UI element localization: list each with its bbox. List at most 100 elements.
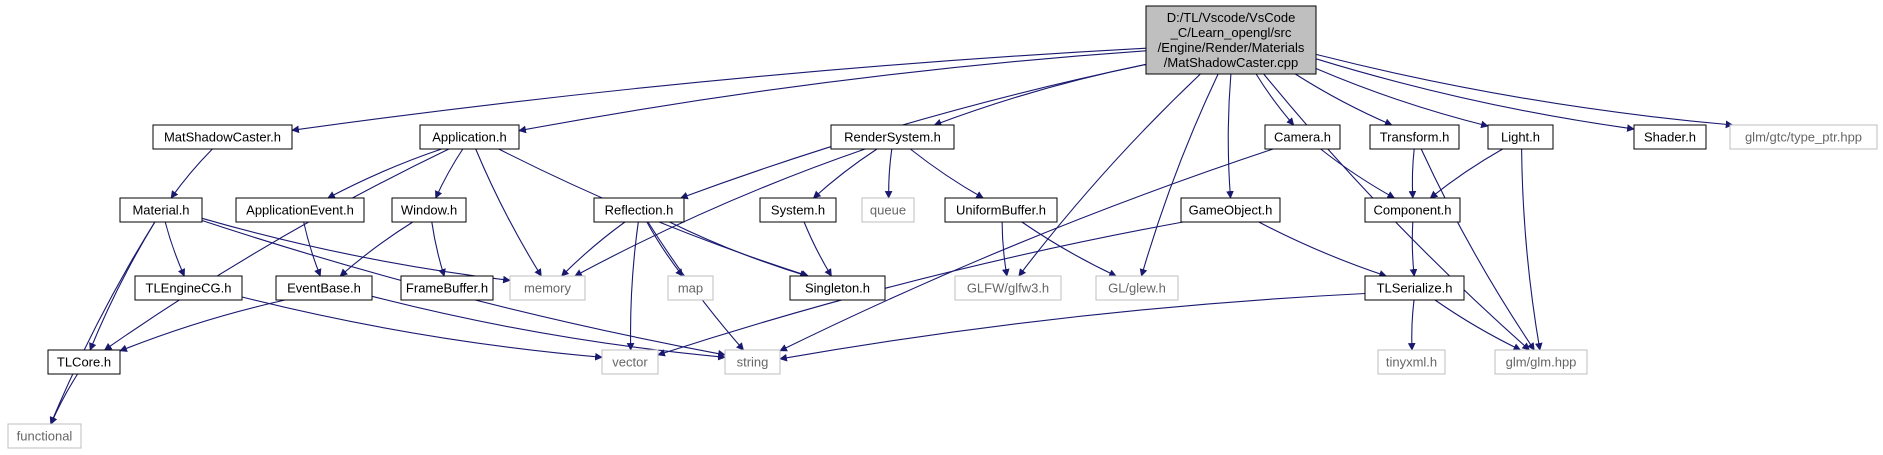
node-map-label: map [678,281,703,296]
edge-uniformbuffer-to-glfw [1001,221,1010,277]
node-window[interactable]: Window.h [391,197,467,223]
node-gameobject-label: GameObject.h [1189,203,1273,218]
node-system-box [759,197,837,223]
edge-reflection-to-map [646,221,684,277]
node-application[interactable]: Application.h [419,124,520,150]
edge-system-to-singleton [803,221,832,277]
edge-material-to-tlenginecg [164,221,185,277]
edge-window-to-eventbase [339,221,414,277]
node-glfw: GLFW/glfw3.h [954,275,1062,301]
node-root-label: _C/Learn_opengl/src [1170,25,1292,40]
node-window-box [391,197,467,223]
node-functional: functional [7,423,82,449]
node-typeptr: glm/gtc/type_ptr.hpp [1729,124,1878,150]
node-camera[interactable]: Camera.h [1264,124,1341,150]
node-matshadow-label: MatShadowCaster.h [164,130,281,145]
node-tlenginecg-box [134,275,243,301]
node-tlcore-label: TLCore.h [57,355,111,370]
edge-uniformbuffer-to-glew [1021,221,1117,277]
node-tlenginecg[interactable]: TLEngineCG.h [134,275,243,301]
edge-rendersystem-to-queue [884,148,893,199]
edge-root-to-typeptr [1315,53,1734,129]
edge-window-to-framebuffer [431,221,446,277]
node-root-label: /Engine/Render/Materials [1158,40,1305,55]
node-matshadow[interactable]: MatShadowCaster.h [152,124,293,150]
node-material[interactable]: Material.h [119,197,203,223]
edge-root-to-shader [1315,58,1635,132]
node-appevent[interactable]: ApplicationEvent.h [235,197,365,223]
node-framebuffer-label: FrameBuffer.h [406,281,488,296]
edge-transform-to-glm [1420,148,1535,351]
edge-gameobject-to-vector [657,221,1184,357]
node-application-box [419,124,520,150]
node-singleton-label: Singleton.h [805,281,870,296]
node-tlserialize[interactable]: TLSerialize.h [1364,275,1465,301]
node-gameobject[interactable]: GameObject.h [1180,197,1281,223]
nodes-layer: D:/TL/Vscode/VsCode_C/Learn_opengl/src/E… [7,5,1878,449]
node-light-label: Light.h [1501,130,1540,145]
node-transform-label: Transform.h [1380,130,1450,145]
node-map-box [667,275,714,301]
node-tinyxml: tinyxml.h [1377,349,1446,375]
edge-root-to-gameobject [1226,73,1234,199]
node-transform[interactable]: Transform.h [1369,124,1460,150]
node-rendersystem-box [830,124,955,150]
node-eventbase-label: EventBase.h [287,281,361,296]
edge-tlcore-to-functional [50,373,79,425]
edge-application-to-window [435,148,464,199]
node-tinyxml-label: tinyxml.h [1386,355,1437,370]
edge-application-to-tlcore [103,148,450,351]
node-tlenginecg-label: TLEngineCG.h [146,281,232,296]
node-root[interactable]: D:/TL/Vscode/VsCode_C/Learn_opengl/src/E… [1145,5,1317,75]
node-light-box [1487,124,1554,150]
node-functional-box [7,423,82,449]
node-singleton[interactable]: Singleton.h [789,275,886,301]
node-component-box [1364,197,1461,223]
node-root-box [1145,5,1317,75]
edge-root-to-matshadow [291,47,1147,134]
edge-appevent-to-eventbase [303,221,322,277]
node-singleton-box [789,275,886,301]
edge-reflection-to-singleton [669,221,808,278]
node-typeptr-box [1729,124,1878,150]
node-eventbase[interactable]: EventBase.h [275,275,373,301]
node-eventbase-box [275,275,373,301]
node-memory-box [509,275,586,301]
node-window-label: Window.h [401,203,457,218]
node-reflection-label: Reflection.h [605,203,674,218]
edge-material-to-memory [201,217,511,284]
edge-root-to-glfw [1018,73,1201,277]
node-root-label: /MatShadowCaster.cpp [1164,55,1298,70]
edge-light-to-glm [1521,148,1543,351]
node-string-box [724,349,781,375]
node-rendersystem[interactable]: RenderSystem.h [830,124,955,150]
edge-reflection-to-vector [626,221,639,351]
edge-matshadow-to-material [170,148,213,199]
node-camera-box [1264,124,1341,150]
node-reflection[interactable]: Reflection.h [593,197,685,223]
edge-root-to-application [518,50,1147,134]
edge-camera-to-string [779,148,1274,352]
node-material-label: Material.h [132,203,189,218]
edge-rendersystem-to-system [812,148,878,199]
edge-root-to-light [1315,67,1489,129]
node-shader-label: Shader.h [1644,130,1696,145]
node-shader[interactable]: Shader.h [1633,124,1707,150]
edge-root-to-transform [1295,73,1393,126]
node-component[interactable]: Component.h [1364,197,1461,223]
edge-eventbase-to-string [371,295,726,361]
node-string-label: string [737,355,769,370]
node-system[interactable]: System.h [759,197,837,223]
node-reflection-box [593,197,685,223]
node-camera-label: Camera.h [1274,130,1331,145]
node-tlcore[interactable]: TLCore.h [47,349,121,375]
node-framebuffer[interactable]: FrameBuffer.h [400,275,494,301]
node-uniformbuffer-label: UniformBuffer.h [956,203,1046,218]
node-transform-box [1369,124,1460,150]
node-light[interactable]: Light.h [1487,124,1554,150]
node-tlcore-box [47,349,121,375]
node-uniformbuffer[interactable]: UniformBuffer.h [944,197,1058,223]
node-glew-box [1095,275,1179,301]
edge-rendersystem-to-uniformbuffer [909,148,984,199]
